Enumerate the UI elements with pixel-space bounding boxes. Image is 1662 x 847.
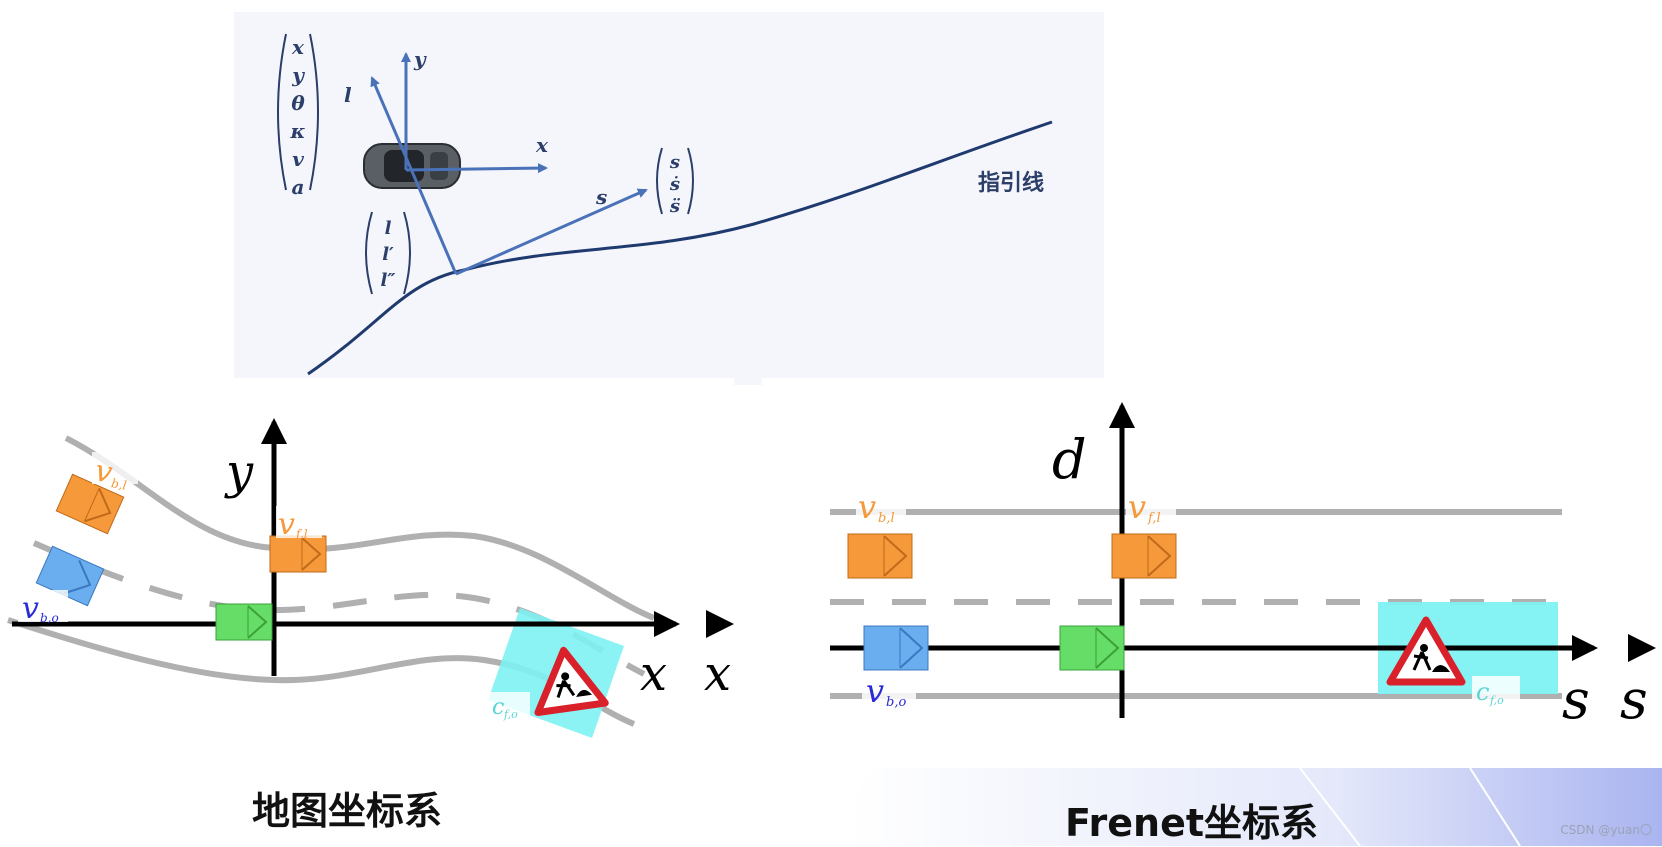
car-icon (363, 143, 461, 189)
map-frame-caption: 地图坐标系 (252, 789, 443, 833)
label-v-b-l: v b,l (856, 488, 906, 526)
vehicle-x-axis (405, 163, 548, 174)
svg-text:c: c (1476, 678, 1489, 706)
svg-text:v: v (866, 672, 884, 710)
svg-text:b,o: b,o (40, 611, 59, 625)
label-v-f-l: v f,l (1126, 488, 1176, 526)
frenet-frame-caption: Frenet坐标系 (1065, 801, 1319, 845)
map-x-axis-clipped-arrow (706, 610, 734, 638)
frenet-s-axis-label-clipped: s (1620, 668, 1648, 731)
vehicle-back-own (863, 625, 929, 671)
frenet-s-axis-label: s (1562, 668, 1590, 731)
svg-text:v: v (278, 507, 295, 542)
svg-text:f,o: f,o (503, 708, 518, 721)
svg-text:f,l: f,l (1147, 511, 1161, 526)
svg-text:v: v (1128, 488, 1146, 526)
state-y: y (291, 63, 305, 87)
svg-text:b,l: b,l (110, 476, 128, 492)
map-diagram-svg: y x x (7, 418, 734, 738)
frenet-d-axis-label: d (1052, 428, 1087, 491)
state-a: a (292, 175, 305, 199)
top-diagram-svg: x y θ κ v a 指引线 y x l s s ṡ s̈ l (277, 33, 1053, 376)
svg-text:c: c (492, 695, 504, 720)
s-value: s (669, 152, 680, 173)
road-upper-edge (64, 435, 656, 621)
vehicle-back-left (847, 533, 913, 579)
vehicle-front-left (1111, 533, 1177, 579)
label-x: x (535, 133, 549, 157)
svg-text:f,o: f,o (1489, 694, 1504, 707)
frenet-s-axis (455, 188, 648, 276)
map-x-axis-label-clipped: x (704, 646, 731, 702)
label-v-f-l: v f,l (276, 506, 322, 542)
state-kappa: κ (290, 119, 306, 143)
l-vector-left-paren (365, 211, 373, 295)
l-vector-right-paren (403, 211, 411, 295)
label-s: s (595, 185, 607, 209)
construction-warning-icon (1386, 616, 1466, 686)
svg-text:v: v (92, 453, 115, 490)
svg-text:f,l: f,l (295, 527, 308, 541)
label-y: y (413, 47, 427, 71)
s-dot-value: ṡ (669, 174, 680, 195)
map-y-axis-label: y (224, 444, 254, 500)
label-v-b-o: v b,o (862, 672, 916, 710)
label-l: l (344, 83, 352, 107)
svg-text:v: v (858, 488, 876, 526)
label-c-f-o: c f,o (488, 692, 530, 721)
label-c-f-o: c f,o (1472, 676, 1520, 707)
road-center-dash (32, 540, 646, 677)
ego-vehicle (1059, 625, 1125, 671)
s-ddot-value: s̈ (669, 196, 680, 217)
l-value: l (385, 218, 392, 239)
label-v-b-o: v b,o (18, 590, 68, 626)
svg-text:b,l: b,l (878, 511, 895, 526)
top-coordinate-diagram: x y θ κ v a 指引线 y x l s s ṡ s̈ l (234, 12, 1104, 385)
s-vector-left-paren (656, 147, 663, 215)
watermark: CSDN @yuan〇 (1560, 823, 1652, 837)
frenet-coordinate-diagram: d s s (762, 378, 1658, 768)
state-theta: θ (291, 91, 305, 115)
l-prime-value: l′ (382, 244, 394, 265)
state-x: x (291, 35, 305, 59)
label-v-b-l: v b,l (92, 452, 138, 493)
vehicle-back-left (55, 473, 125, 535)
guide-line-curve (307, 120, 1053, 376)
state-v: v (292, 147, 304, 171)
ego-vehicle (215, 603, 273, 641)
vehicle-front-left (269, 535, 327, 573)
guide-line-label: 指引线 (978, 170, 1044, 196)
state-vector-right-paren (309, 33, 319, 191)
frenet-diagram-svg: d s s (830, 402, 1656, 731)
footer-decoration (848, 768, 1662, 846)
frenet-s-axis-clipped-arrow (1628, 634, 1656, 662)
svg-text:b,o: b,o (886, 695, 906, 710)
l-double-prime-value: l″ (381, 270, 396, 291)
map-x-axis-label: x (640, 646, 667, 702)
map-coordinate-diagram: y x x (4, 378, 734, 768)
frenet-l-axis (370, 76, 458, 275)
construction-warning-icon (534, 646, 609, 716)
state-vector-left-paren (277, 33, 287, 191)
s-vector-right-paren (687, 147, 694, 215)
svg-text:v: v (22, 591, 39, 626)
